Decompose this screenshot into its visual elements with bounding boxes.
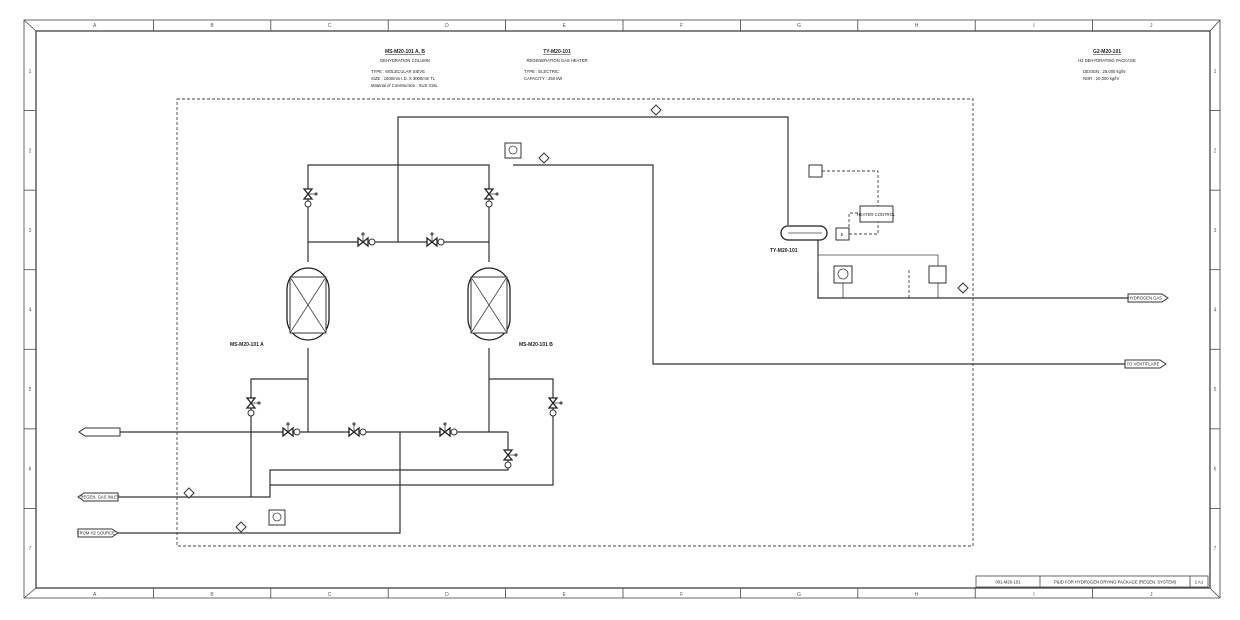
valve: [426, 232, 445, 248]
grid-row-label: 4: [29, 308, 32, 314]
grid-row-label: 3: [29, 228, 32, 234]
valve: [348, 422, 367, 438]
valve: [302, 188, 318, 208]
column-a: [286, 267, 330, 341]
grid-row-label: 6: [1214, 467, 1217, 473]
dryer-tag: MS-M20-101 A, B: [385, 49, 425, 55]
valve: [547, 397, 563, 417]
grid-row-labels-right: 1 2 3 4 5 6 7: [1210, 69, 1220, 552]
grid-column-label: B: [210, 592, 214, 598]
heater-title-name: REGENERATION GAS HEATER: [526, 58, 587, 63]
valve: [439, 422, 458, 438]
dryer-spec-2: SIZE : 1600mm I.D. X 3000mm TL: [371, 76, 436, 81]
valve: [245, 397, 261, 417]
title-block-title: P&ID FOR HYDROGEN DRYING PACKAGE (REGEN.…: [1054, 580, 1177, 585]
heater-title-tag: TY-M20-101: [543, 49, 571, 55]
grid-column-label: H: [915, 592, 919, 598]
valves: [245, 188, 563, 469]
grid-column-label: A: [93, 592, 97, 598]
package-tag: G2-M20-101: [1093, 49, 1121, 55]
instrument-signals: [822, 170, 910, 298]
valve: [282, 422, 301, 438]
column-b: [467, 267, 511, 341]
grid-row-label: 1: [1214, 69, 1217, 75]
drawing-border: [23, 19, 1221, 599]
connector-vent: TO VENT/FLARE: [1127, 362, 1160, 367]
grid-column-label: E: [563, 23, 567, 29]
grid-column-label: E: [563, 592, 567, 598]
valve: [357, 232, 376, 248]
grid-row-label: 2: [29, 148, 32, 154]
valve: [483, 188, 499, 208]
grid-row-label: 6: [29, 467, 32, 473]
heater-title-block: TY-M20-101 REGENERATION GAS HEATER TYPE …: [524, 49, 588, 81]
heater-control-panel: [859, 205, 894, 223]
package-name: H2 DEHYDRATING PACKAGE: [1078, 58, 1136, 63]
grid-column-labels-top: A B C D E F G H I J: [93, 20, 1153, 31]
line-markers: [183, 104, 969, 533]
grid-column-label: B: [210, 23, 214, 29]
grid-column-label: C: [328, 592, 332, 598]
column-b-tag: MS-M20-101 B: [519, 342, 553, 348]
grid-row-label: 5: [29, 387, 32, 393]
grid-row-label: 2: [1214, 148, 1217, 154]
grid-row-label: 1: [29, 69, 32, 75]
dryer-name: DEHYDRATION COLUMN: [380, 58, 429, 63]
heater-control-label: HEATER CONTROL: [857, 212, 896, 217]
grid-column-labels-bottom: A B C D E F G H I J: [93, 588, 1153, 598]
grid-column-label: G: [797, 592, 801, 598]
grid-column-label: C: [328, 23, 332, 29]
grid-column-label: D: [445, 592, 449, 598]
dryer-spec-3: Material of Construction : SUS 316L: [371, 83, 438, 88]
grid-row-label: 3: [1214, 228, 1217, 234]
grid-column-label: F: [680, 592, 683, 598]
package-spec-1: DESIGN : 25,000 kg/hr: [1083, 69, 1126, 74]
grid-column-label: G: [797, 23, 801, 29]
off-page-connectors: [77, 293, 1169, 538]
connector-regen-inlet: REGEN. GAS INLET: [80, 495, 120, 500]
title-block: [975, 575, 1209, 588]
dryer-spec-1: TYPE : MOLECULAR SIEVE: [371, 69, 425, 74]
grid-row-label: 5: [1214, 387, 1217, 393]
grid-row-label: 4: [1214, 308, 1217, 314]
title-block-rev: 1 A1: [1195, 580, 1204, 585]
grid-row-label: 7: [29, 546, 32, 552]
connector-hydrogen-gas: HYDROGEN GAS: [1128, 296, 1162, 301]
dryer-title-block: MS-M20-101 A, B DEHYDRATION COLUMN TYPE …: [371, 49, 438, 88]
heater-tag: TY-M20-101: [770, 248, 798, 254]
grid-column-label: D: [445, 23, 449, 29]
grid-row-labels-left: 1 2 3 4 5 6 7: [24, 69, 36, 552]
heater: E: [780, 225, 850, 241]
process-piping: [118, 116, 1128, 534]
title-block-drawing-no: 001-M20-101: [996, 580, 1022, 585]
connector-h2-source: FROM H2 SOURCE: [77, 531, 115, 536]
instruments: [268, 142, 947, 526]
grid-column-label: J: [1150, 592, 1153, 598]
package-boundary: [176, 98, 974, 547]
package-title-block: G2-M20-101 H2 DEHYDRATING PACKAGE DESIGN…: [1078, 49, 1136, 81]
package-spec-2: NOR : 20,000 kg/hr: [1083, 76, 1120, 81]
column-a-tag: MS-M20-101 A: [230, 342, 264, 348]
heater-spec-1: TYPE : ELECTRIC: [524, 69, 559, 74]
grid-column-label: J: [1150, 23, 1153, 29]
grid-column-label: I: [1033, 23, 1034, 29]
valve: [502, 449, 518, 469]
grid-column-label: F: [680, 23, 683, 29]
heater-spec-2: CAPACITY : 250 kW: [524, 76, 562, 81]
grid-column-label: I: [1033, 592, 1034, 598]
svg-text:E: E: [841, 232, 844, 237]
grid-column-label: H: [915, 23, 919, 29]
grid-column-label: A: [93, 23, 97, 29]
grid-row-label: 7: [1214, 546, 1217, 552]
